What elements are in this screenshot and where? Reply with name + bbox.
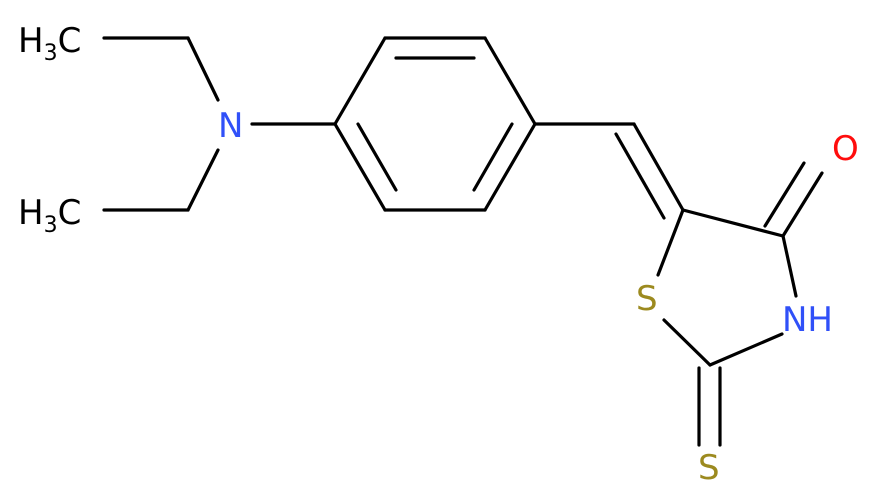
bond-ch2-n-bottom	[186, 148, 220, 212]
bond-ch2-n-top	[186, 36, 220, 102]
bond-c4-o-inner	[763, 161, 806, 228]
bond-ch-c5-inner	[614, 132, 666, 220]
bond-ch-c5	[632, 122, 685, 212]
bond-c5-c4	[681, 208, 785, 238]
bond-c2-s	[662, 318, 712, 367]
nitrogen-amine-label: N	[218, 106, 243, 146]
bond-ring-6-inner	[356, 122, 398, 192]
bond-ring-4	[483, 122, 537, 212]
atom-labels: H3C H3C N O S NH S	[18, 21, 859, 488]
sulfur-ring-label: S	[636, 279, 658, 319]
methyl-label-bottom: H3C	[18, 193, 81, 238]
bond-ring-1	[333, 36, 387, 126]
bond-c4-o	[781, 171, 824, 238]
methyl-label-top: H3C	[18, 21, 81, 66]
bond-ring-6	[333, 122, 387, 212]
bond-s-c5	[656, 208, 685, 277]
bond-c4-n	[781, 234, 798, 298]
oxygen-label: O	[832, 129, 859, 169]
bond-n-c2	[708, 332, 784, 367]
bond-ring-4-inner	[472, 122, 514, 192]
nh-label: NH	[782, 300, 833, 340]
sulfur-thione-label: S	[698, 448, 720, 488]
bond-ring-3	[483, 36, 537, 126]
bonds	[102, 36, 824, 447]
